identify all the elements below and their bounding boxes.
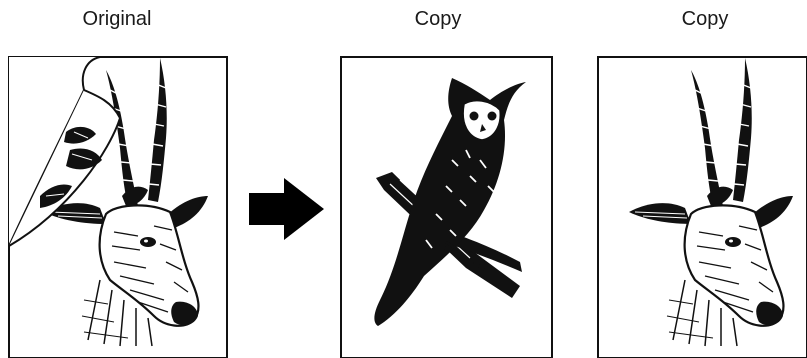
back-side-print <box>40 126 102 208</box>
caption-original: Original <box>82 8 152 30</box>
caption-copy-2: Copy <box>681 8 729 30</box>
copy-page-2 <box>597 56 807 358</box>
caption-copy-1: Copy <box>414 8 462 30</box>
curled-corner-mask <box>9 57 100 246</box>
copy-page-1 <box>340 56 553 358</box>
right-arrow-icon <box>249 178 324 240</box>
original-page <box>8 56 228 358</box>
curled-flap <box>8 89 122 247</box>
owl-illustration <box>374 78 526 326</box>
